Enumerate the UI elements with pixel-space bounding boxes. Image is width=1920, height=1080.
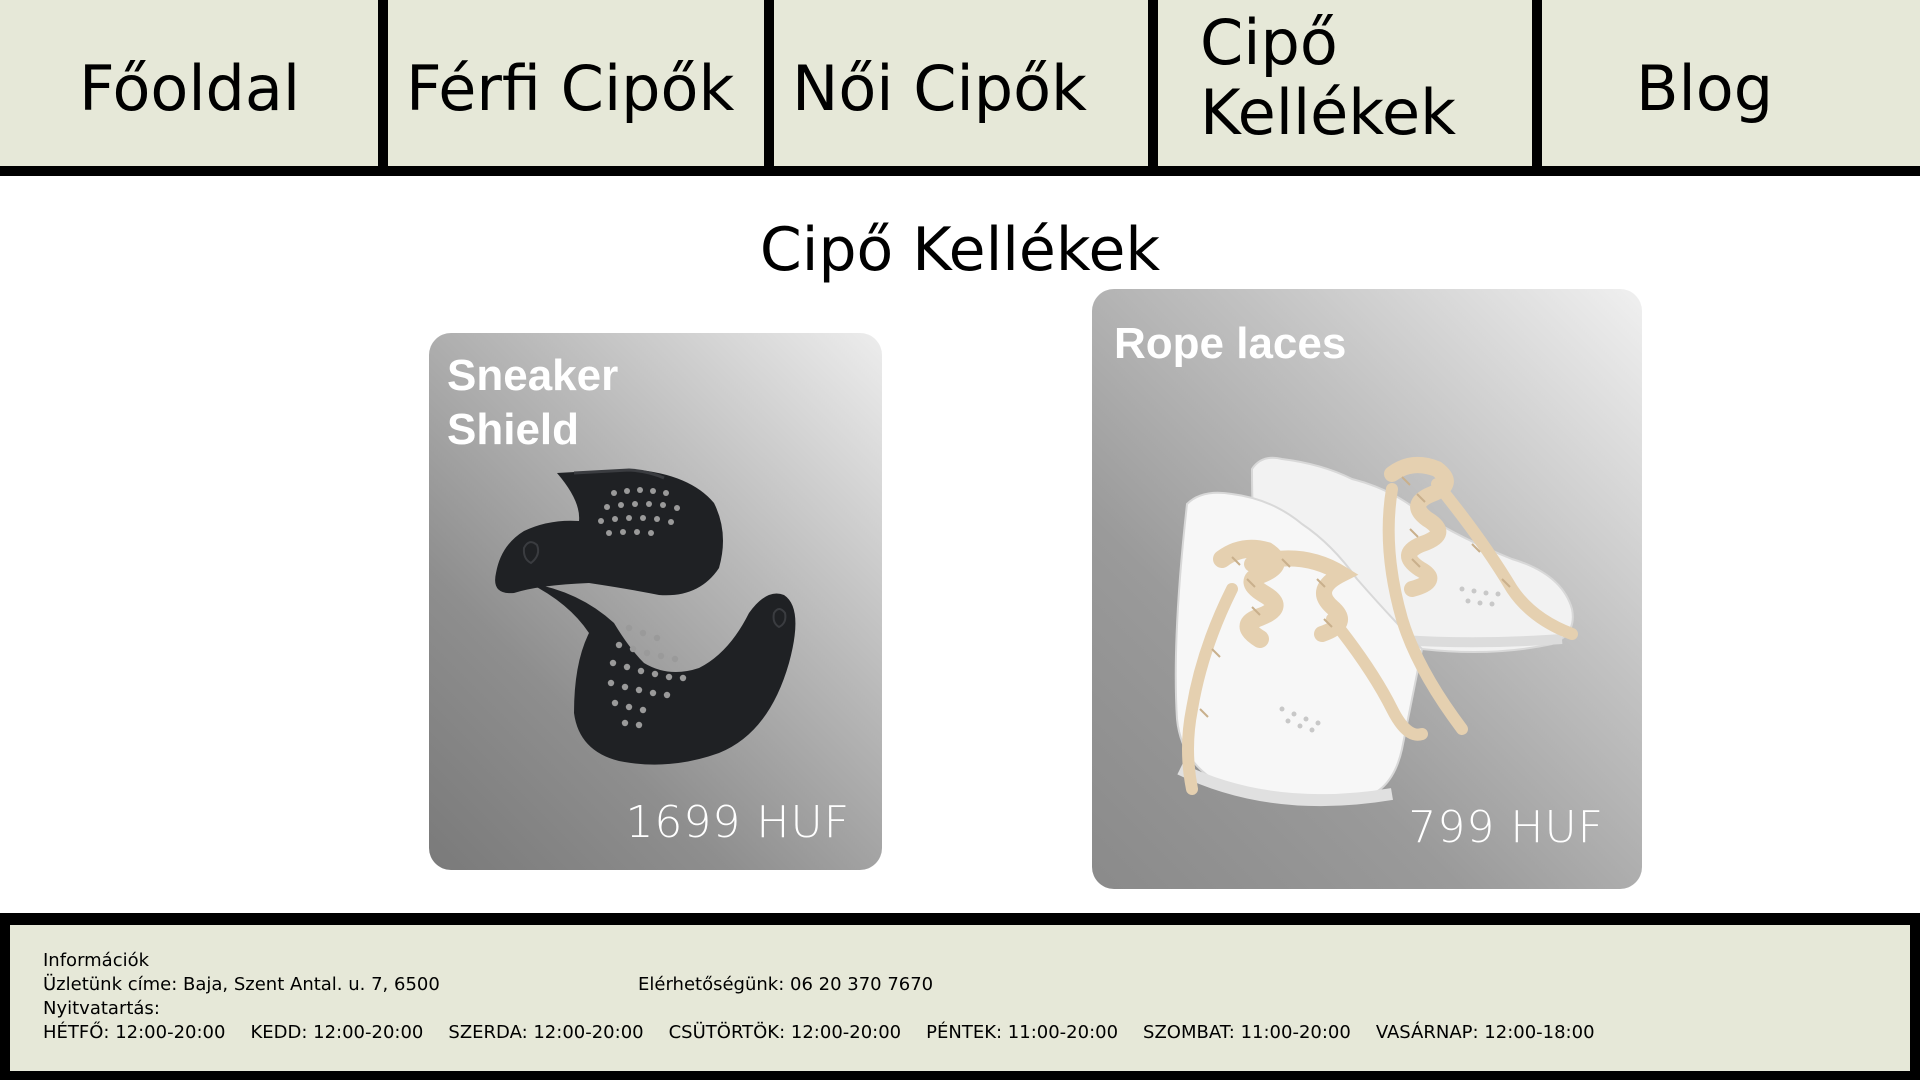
nav-item-noi-cipok[interactable]: Női Cipők	[774, 0, 1148, 166]
nav-item-label: Férfi Cipők	[406, 52, 735, 125]
nav-item-label: Blog	[1636, 52, 1774, 125]
opening-hours-label: Nyitvatartás:	[43, 998, 160, 1019]
main-navigation: Főoldal Férfi Cipők Női Cipők Cipő Kellé…	[0, 0, 1920, 176]
nav-item-cipo-kellekek[interactable]: Cipő Kellékek	[1158, 0, 1532, 166]
opening-hours-day: SZERDA: 12:00-20:00	[448, 1022, 644, 1043]
product-price: 799 HUF	[1408, 802, 1604, 853]
opening-hours-day: CSÜTÖRTÖK: 12:00-20:00	[668, 1022, 902, 1043]
opening-hours-day: PÉNTEK: 11:00-20:00	[926, 1022, 1119, 1043]
product-card-rope-laces[interactable]: Rope laces 799 HUF	[1092, 289, 1642, 889]
product-card-sneaker-shield[interactable]: Sneaker Shield 1699 HUF	[429, 333, 882, 870]
nav-item-fooldal[interactable]: Főoldal	[0, 0, 378, 166]
store-address: Üzletünk címe: Baja, Szent Antal. u. 7, …	[43, 974, 440, 995]
sneakers-with-rope-laces-image	[1174, 456, 1578, 807]
footer-title: Információk	[43, 950, 150, 971]
nav-item-label: Főoldal	[79, 52, 301, 125]
opening-hours-day: VASÁRNAP: 12:00-18:00	[1375, 1022, 1595, 1043]
nav-item-blog[interactable]: Blog	[1542, 0, 1920, 166]
opening-hours-list: HÉTFŐ: 12:00-20:00 KEDD: 12:00-20:00 SZE…	[43, 1021, 1620, 1045]
opening-hours-day: KEDD: 12:00-20:00	[250, 1022, 424, 1043]
nav-item-ferfi-cipok[interactable]: Férfi Cipők	[388, 0, 764, 166]
footer: Információk Üzletünk címe: Baja, Szent A…	[0, 913, 1920, 1080]
opening-hours-day: HÉTFŐ: 12:00-20:00	[43, 1022, 226, 1043]
store-contact: Elérhetőségünk: 06 20 370 7670	[638, 974, 934, 995]
nav-item-label: Cipő Kellékek	[1200, 6, 1457, 149]
footer-info-panel: Információk Üzletünk címe: Baja, Szent A…	[10, 925, 1910, 1071]
product-name: Sneaker Shield	[447, 351, 619, 454]
opening-hours-day: SZOMBAT: 11:00-20:00	[1143, 1022, 1351, 1043]
page-title: Cipő Kellékek	[759, 215, 1161, 285]
nav-item-label: Női Cipők	[792, 52, 1087, 125]
shoe-crease-protector-image	[495, 468, 796, 765]
product-price: 1699 HUF	[625, 797, 850, 848]
product-name: Rope laces	[1114, 319, 1347, 368]
